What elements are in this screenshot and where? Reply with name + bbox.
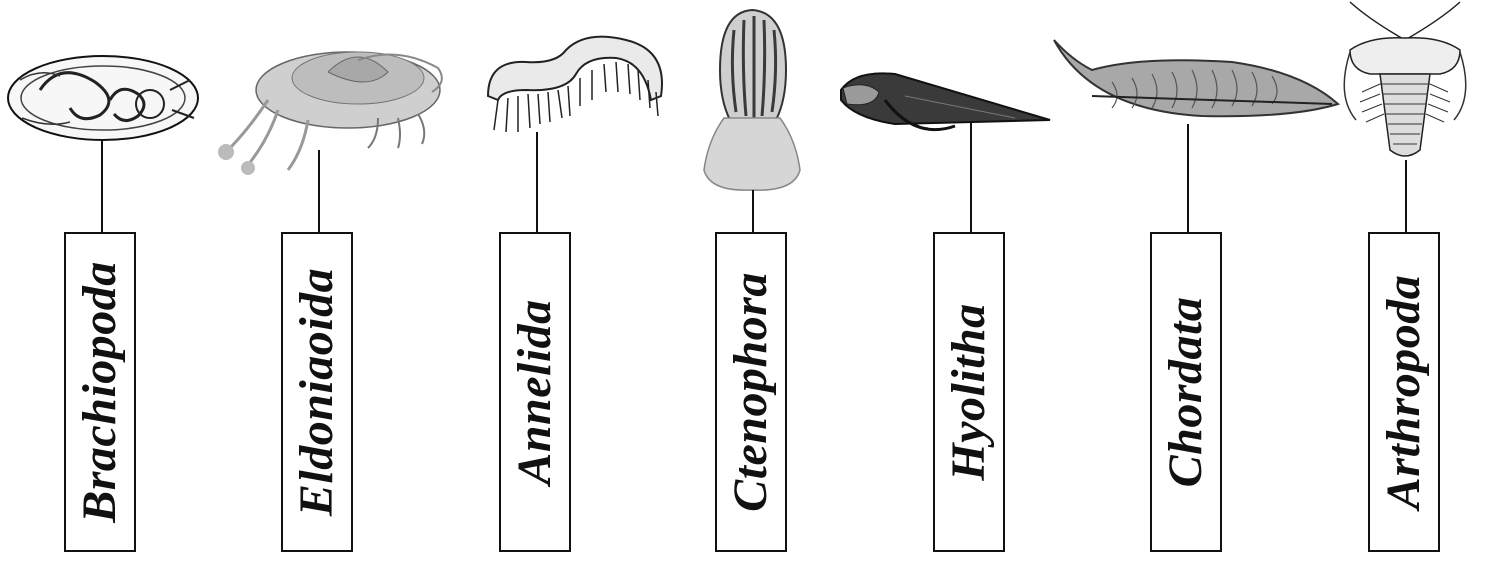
brachiopod-shell-icon [0, 0, 220, 160]
hyolith-cone-icon [835, 0, 1065, 150]
annelid-worm-icon [476, 0, 676, 160]
taxon-label-box: Brachiopoda [64, 232, 136, 552]
taxon-arthropoda: Arthropoda [1405, 0, 1406, 561]
taxon-label-box: Hyolitha [933, 232, 1005, 552]
taxon-label: Chordata [1162, 297, 1210, 488]
taxon-hyolitha: Hyolitha [970, 0, 971, 561]
taxon-ctenophora: Ctenophora [752, 0, 753, 561]
taxon-label: Eldoniaoida [293, 268, 341, 516]
taxon-label: Annelida [511, 299, 559, 484]
taxon-label-box: Eldoniaoida [281, 232, 353, 552]
taxon-label: Arthropoda [1380, 275, 1428, 509]
taxon-label-box: Arthropoda [1368, 232, 1440, 552]
taxon-eldoniaoida: Eldoniaoida [318, 0, 319, 561]
taxon-label: Ctenophora [727, 272, 775, 512]
comb-jelly-icon [690, 0, 820, 200]
eldonia-disc-icon [208, 0, 468, 180]
taxon-label-box: Annelida [499, 232, 571, 552]
trilobite-icon [1310, 0, 1495, 180]
taxon-chordata: Chordata [1187, 0, 1188, 561]
chordate-fish-icon [1052, 0, 1352, 150]
taxon-label: Brachiopoda [76, 261, 124, 523]
taxon-label-box: Ctenophora [715, 232, 787, 552]
taxon-label-box: Chordata [1150, 232, 1222, 552]
taxon-label: Hyolitha [945, 303, 993, 480]
taxon-annelida: Annelida [536, 0, 537, 561]
taxon-brachiopoda: Brachiopoda [101, 0, 102, 561]
